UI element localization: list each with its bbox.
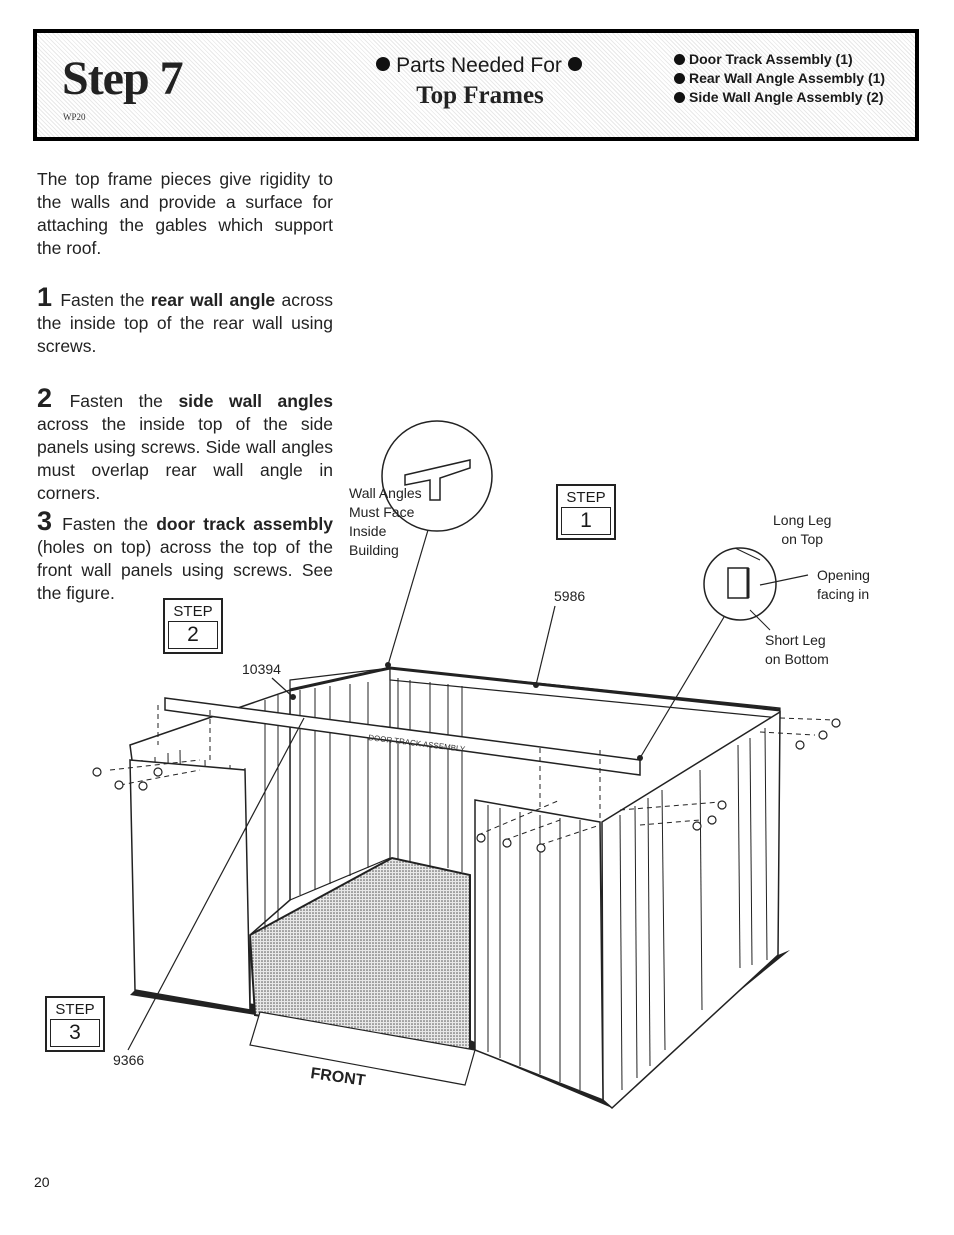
step-text: across the inside top of the rear wall u… (37, 290, 333, 356)
parts-list-item-label: Rear Wall Angle Assembly (1) (689, 70, 886, 86)
callout-line: Must Face (349, 504, 415, 520)
callout-line: facing in (817, 586, 870, 602)
door-track-bar (164, 697, 641, 776)
bullet-icon (376, 57, 391, 71)
instruction-step-2: 2 Fasten the side wall angles across the… (37, 385, 333, 505)
parts-list-item-label: Side Wall Angle Assembly (2) (689, 89, 884, 105)
step-box-2: STEP 2 (163, 598, 223, 654)
page-number: 20 (34, 1174, 50, 1190)
step-box-number: 3 (50, 1020, 100, 1047)
callout-line: Inside (349, 523, 387, 539)
step-title: Step 7 (62, 52, 184, 105)
parts-list-item: Door Track Assembly (1) (674, 50, 885, 69)
step-part-name: side wall angles (178, 391, 333, 411)
parts-list: Door Track Assembly (1) Rear Wall Angle … (674, 50, 885, 107)
step-box-label: STEP (50, 1001, 100, 1020)
step-box-number: 2 (168, 622, 218, 649)
rear-wall-angle (289, 666, 781, 712)
parts-list-item: Rear Wall Angle Assembly (1) (674, 69, 885, 88)
part-number: 9366 (113, 1052, 145, 1068)
screw-guides (109, 705, 836, 846)
opening-callout: Opening facing in (817, 566, 870, 604)
parts-subject: Top Frames (416, 82, 544, 109)
instruction-step-3: 3 Fasten the door track assembly (holes … (37, 508, 333, 605)
bullet-icon (674, 54, 685, 65)
callout-line: on Top (781, 531, 824, 547)
front-right-panel (474, 799, 604, 1102)
right-wall-ribs (619, 727, 768, 1091)
callout-line: Building (349, 542, 399, 558)
callout-line: Short Leg (765, 632, 826, 648)
callout-line: Opening (817, 567, 870, 583)
bullet-icon (674, 73, 685, 84)
step-box-label: STEP (561, 489, 611, 508)
header-panel (37, 33, 915, 137)
parts-needed-label: Parts Needed For (396, 54, 562, 77)
step-text: (holes on top) across the top of the fro… (37, 537, 333, 603)
step-box-3: STEP 3 (45, 996, 105, 1052)
floor-left (248, 856, 471, 1054)
step-box-number: 1 (561, 508, 611, 535)
intro-paragraph: The top frame pieces give rigidity to th… (37, 169, 333, 258)
front-left-panel (129, 759, 251, 1011)
step-lead: Fasten the (60, 290, 151, 310)
step-number: 3 (37, 506, 53, 536)
step-lead: Fasten the (69, 391, 179, 411)
step-number: 1 (37, 282, 53, 312)
bullet-icon (674, 92, 685, 103)
step-box-label: STEP (168, 603, 218, 622)
step-box-1: STEP 1 (556, 484, 616, 540)
wall-angles-callout: Wall Angles Must Face Inside Building (349, 484, 422, 560)
document-code: WP20 (63, 112, 86, 122)
parts-list-item-label: Door Track Assembly (1) (689, 51, 853, 67)
part-number: 5986 (554, 588, 586, 604)
step-part-name: rear wall angle (150, 290, 276, 310)
front-panel-ribs (487, 805, 581, 1090)
part-number: 10394 (242, 661, 281, 677)
callout-line: Long Leg (773, 512, 832, 528)
screw-icons (92, 718, 841, 853)
callout-line: on Bottom (765, 651, 829, 667)
step-lead: Fasten the (62, 514, 157, 534)
short-leg-callout: Short Leg on Bottom (765, 631, 829, 669)
callout-line: Wall Angles (349, 485, 422, 501)
parts-list-item: Side Wall Angle Assembly (2) (674, 88, 885, 107)
step-text: across the inside top of the side panels… (37, 414, 333, 503)
step-number: 2 (37, 383, 53, 413)
parts-needed-heading: Parts Needed For (365, 54, 593, 78)
bullet-icon (567, 57, 582, 71)
instruction-step-1: 1 Fasten the rear wall angle across the … (37, 284, 333, 358)
front-label-plate (249, 1011, 476, 1086)
long-leg-callout: Long Leg on Top (773, 511, 831, 549)
step-part-name: door track assembly (156, 514, 333, 534)
front-label: FRONT (309, 1065, 366, 1090)
